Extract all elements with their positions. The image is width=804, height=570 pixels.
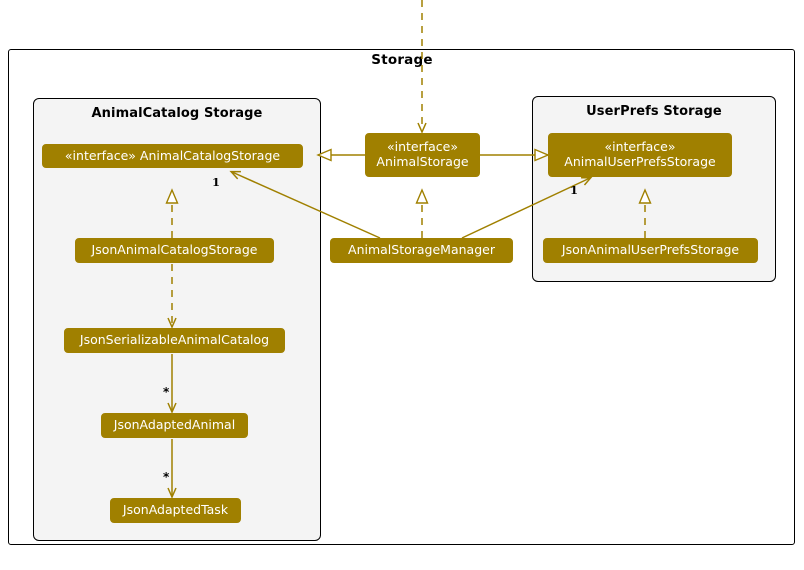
class-json-animal-user-prefs-storage[interactable]: JsonAnimalUserPrefsStorage — [543, 238, 758, 263]
package-animalcatalog-storage — [33, 98, 321, 541]
class-animal-storage[interactable]: «interface» AnimalStorage — [365, 133, 480, 177]
class-label: AnimalUserPrefsStorage — [564, 154, 716, 169]
class-json-serializable-animal-catalog[interactable]: JsonSerializableAnimalCatalog — [64, 328, 285, 353]
class-json-adapted-task[interactable]: JsonAdaptedTask — [110, 498, 241, 523]
class-json-adapted-animal[interactable]: JsonAdaptedAnimal — [101, 413, 248, 438]
multiplicity-serializable-to-adaptedanimal: * — [163, 385, 170, 399]
edge-storagemanager-to-animaluserprefsstorage — [461, 176, 593, 239]
class-label: AnimalStorageManager — [348, 242, 495, 258]
package-animalcatalog-storage-title: AnimalCatalog Storage — [91, 106, 263, 121]
class-animal-catalog-storage[interactable]: «interface» AnimalCatalogStorage — [42, 144, 303, 168]
multiplicity-adaptedanimal-to-adaptedtask: * — [163, 470, 170, 484]
class-label: JsonAnimalCatalogStorage — [91, 242, 258, 258]
multiplicity-animalcatalogstorage: 1 — [212, 175, 221, 189]
multiplicity-animaluserprefsstorage: 1 — [570, 183, 579, 197]
class-json-animal-catalog-storage[interactable]: JsonAnimalCatalogStorage — [75, 238, 274, 263]
class-label: «interface» AnimalCatalogStorage — [64, 147, 281, 163]
edge-storagemanager-to-animalcatalogstorage — [229, 170, 381, 239]
class-stereotype: «interface» — [604, 139, 676, 155]
class-label: AnimalStorage — [376, 154, 469, 169]
package-userprefs-storage-title: UserPrefs Storage — [586, 104, 722, 119]
class-animal-storage-manager[interactable]: AnimalStorageManager — [330, 238, 513, 263]
class-stereotype: «interface» — [386, 139, 459, 155]
class-label: JsonAdaptedAnimal — [113, 417, 236, 433]
storage-frame-title: Storage — [371, 52, 433, 68]
class-animal-user-prefs-storage[interactable]: «interface» AnimalUserPrefsStorage — [548, 133, 732, 177]
class-label: JsonSerializableAnimalCatalog — [79, 332, 270, 348]
class-label: JsonAnimalUserPrefsStorage — [561, 242, 740, 258]
class-label: JsonAdaptedTask — [122, 502, 229, 518]
